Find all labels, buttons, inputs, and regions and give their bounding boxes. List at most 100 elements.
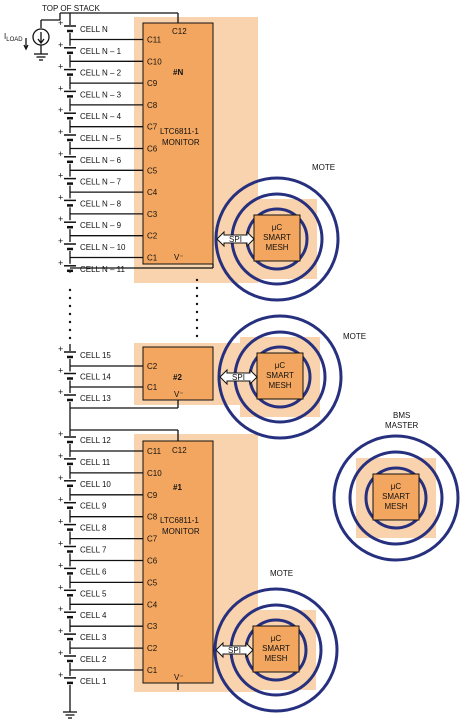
- cell-label: CELL 6: [80, 567, 107, 576]
- battery-cell-icon: +: [58, 495, 76, 509]
- cell-label: CELL 14: [80, 373, 111, 382]
- monitor-1-pin-label: C11: [147, 447, 162, 456]
- battery-cell-icon: +: [58, 344, 76, 359]
- cell-plus-sign: +: [58, 149, 63, 159]
- monitor-n-pin-label: C11: [147, 36, 162, 45]
- monitor-1-pin-label: C8: [147, 513, 158, 522]
- smartmesh-chip: [252, 625, 300, 673]
- cell-plus-sign: +: [58, 670, 63, 680]
- spi-arrow-icon: SPI: [215, 641, 254, 659]
- monitor-1-name-line2: MONITOR: [162, 527, 200, 536]
- cell-label: CELL 15: [80, 351, 111, 360]
- cell-label: CELL N – 4: [80, 112, 122, 121]
- spi-arrow-icon: SPI: [219, 368, 258, 386]
- load-label-main: I: [4, 32, 6, 41]
- cell-plus-sign: +: [58, 604, 63, 614]
- monitor-1-pin-label: C3: [147, 622, 158, 631]
- monitor-1-pin-label: C6: [147, 557, 158, 566]
- current-source-icon: [23, 19, 60, 54]
- cell-plus-sign: +: [58, 62, 63, 72]
- monitor-2-id: #2: [173, 373, 182, 382]
- monitor-n-pin-label: C3: [147, 210, 158, 219]
- svg-text:ILOAD: ILOAD: [4, 32, 23, 43]
- monitor-1-pin-label: C9: [147, 491, 158, 500]
- radio-ring: [214, 176, 340, 302]
- monitor-n-id: #N: [173, 68, 183, 77]
- cell-plus-sign: +: [58, 366, 63, 376]
- monitor-1-chip: [142, 440, 214, 684]
- monitor-n-name-line2: MONITOR: [162, 138, 200, 147]
- mote-label-2: MOTE: [343, 332, 366, 341]
- smartmesh-label: MESH: [268, 381, 291, 390]
- battery-cell-icon: +: [58, 171, 76, 185]
- mote-label-n: MOTE: [312, 163, 335, 172]
- smartmesh-label: MESH: [264, 654, 287, 663]
- monitor-n-top-pin: C12: [172, 27, 187, 36]
- cell-plus-sign: +: [58, 171, 63, 181]
- motes: μCSMARTMESHSPIμCSMARTMESHSPIμCSMARTMESHμ…: [213, 176, 460, 713]
- cell-plus-sign: +: [58, 582, 63, 592]
- cell-plus-sign: +: [58, 127, 63, 137]
- battery-cell-icon: +: [58, 127, 76, 142]
- monitor-2-chip: [142, 346, 214, 401]
- spi-label: SPI: [228, 646, 241, 655]
- cell-label: CELL 2: [80, 655, 107, 664]
- battery-cell-icon: +: [58, 62, 76, 76]
- cell-label: CELL N – 3: [80, 90, 122, 99]
- battery-cell-icon: +: [58, 560, 76, 575]
- ground-icon: [34, 53, 48, 61]
- cell-label: CELL 5: [80, 589, 107, 598]
- battery-cell-icon: +: [58, 517, 76, 531]
- monitor-n-name-line1: LTC6811-1: [160, 127, 199, 136]
- cell-plus-sign: +: [58, 517, 63, 527]
- monitor-n-pin-label: C4: [147, 188, 158, 197]
- smartmesh-label: μC: [391, 482, 402, 491]
- monitor-1-top-pin: C12: [172, 446, 187, 455]
- monitor-n-pin-label: C5: [147, 166, 158, 175]
- spi-label: SPI: [229, 235, 242, 244]
- monitor-2-bottom-pin: V⁻: [174, 390, 184, 399]
- monitor-2-pin-label: C1: [147, 383, 158, 392]
- cell-label: CELL N: [80, 25, 108, 34]
- radio-ring: [213, 587, 339, 713]
- battery-cell-icon: +: [58, 451, 76, 466]
- cell-plus-sign: +: [58, 83, 63, 93]
- cell-plus-sign: +: [58, 560, 63, 570]
- cell-label: CELL N – 2: [80, 69, 122, 78]
- battery-cell-icon: +: [58, 429, 76, 444]
- monitor-1-id: #1: [173, 483, 182, 492]
- smartmesh-label: μC: [271, 634, 282, 643]
- battery-cell-icon: +: [58, 366, 76, 380]
- load-label-sub: LOAD: [6, 37, 23, 43]
- monitor-n-pin-label: C1: [147, 254, 158, 263]
- cell-label: CELL N – 10: [80, 243, 126, 252]
- cell-plus-sign: +: [58, 473, 63, 483]
- battery-cell-icon: +: [58, 258, 76, 273]
- cell-plus-sign: +: [58, 258, 63, 268]
- radio-ring: [217, 314, 343, 440]
- battery-cell-icon: +: [58, 626, 76, 641]
- monitor-1-pin-label: C5: [147, 578, 158, 587]
- monitor-n-pin-label: C6: [147, 145, 158, 154]
- battery-cell-icon: +: [58, 236, 76, 251]
- monitor-n-pin-label: C7: [147, 123, 158, 132]
- monitor-1-bottom-pin: V⁻: [174, 673, 184, 682]
- cell-label: CELL 4: [80, 611, 107, 620]
- monitor-n-pin-label: C10: [147, 57, 162, 66]
- cell-label: CELL N – 6: [80, 156, 122, 165]
- cell-plus-sign: +: [58, 192, 63, 202]
- battery-cell-icon: +: [58, 192, 76, 207]
- spi-arrow-icon: SPI: [216, 230, 255, 248]
- cell-plus-sign: +: [58, 344, 63, 354]
- cell-plus-sign: +: [58, 236, 63, 246]
- monitor-1-pin-label: C4: [147, 600, 158, 609]
- battery-cell-icon: +: [58, 214, 76, 229]
- monitor-2-pin-label: C2: [147, 362, 158, 371]
- cell-stack: +CELL N+CELL N – 1+CELL N – 2+CELL N – 3…: [58, 18, 126, 686]
- monitor-1-pin-label: C7: [147, 535, 158, 544]
- battery-cell-icon: +: [58, 387, 76, 402]
